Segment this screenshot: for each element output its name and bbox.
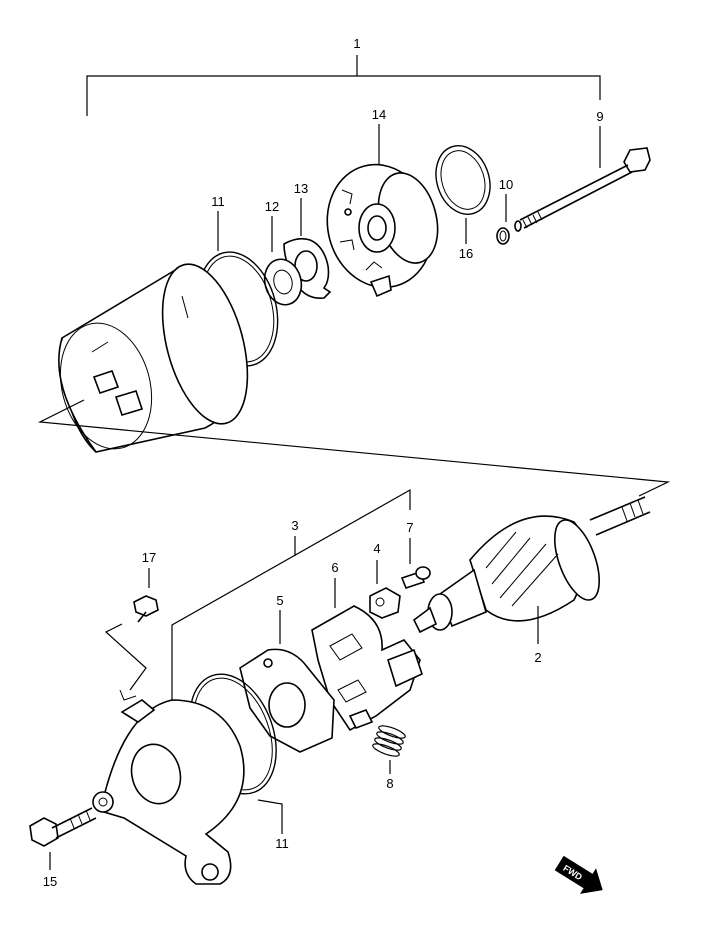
callout-3: 3 bbox=[291, 518, 298, 533]
callout-12: 12 bbox=[265, 199, 279, 214]
callout-17: 17 bbox=[142, 550, 156, 565]
callout-8: 8 bbox=[386, 776, 393, 791]
callout-labels: 1 9 14 10 13 11 12 16 3 7 4 17 6 5 2 8 1… bbox=[43, 36, 604, 889]
brush-plate bbox=[239, 610, 335, 753]
ground-bolt bbox=[104, 568, 159, 691]
brush bbox=[369, 560, 401, 619]
callout-6: 6 bbox=[331, 560, 338, 575]
callout-11-lower: 11 bbox=[275, 836, 289, 851]
armature bbox=[412, 496, 651, 644]
callout-13: 13 bbox=[294, 181, 308, 196]
callout-9: 9 bbox=[596, 109, 603, 124]
callout-2: 2 bbox=[534, 650, 541, 665]
callout-5: 5 bbox=[276, 593, 283, 608]
large-o-ring bbox=[435, 145, 491, 244]
end-cover bbox=[326, 124, 439, 298]
callout-14: 14 bbox=[372, 107, 386, 122]
callout-10: 10 bbox=[499, 177, 513, 192]
brush-screw bbox=[400, 538, 431, 589]
callout-1: 1 bbox=[353, 36, 360, 51]
end-frame bbox=[92, 689, 245, 885]
callout-7: 7 bbox=[406, 520, 413, 535]
brush-spring bbox=[372, 725, 406, 774]
callout-4: 4 bbox=[373, 541, 380, 556]
through-bolt bbox=[514, 126, 651, 232]
tab-washer bbox=[283, 198, 332, 299]
brush-holder bbox=[311, 578, 423, 732]
callout-15: 15 bbox=[43, 874, 57, 889]
fwd-arrow-icon: FWD bbox=[554, 855, 603, 894]
callout-16: 16 bbox=[459, 246, 473, 261]
assembly-bracket-3 bbox=[171, 488, 411, 700]
callout-11-upper: 11 bbox=[211, 194, 225, 209]
mounting-bolt bbox=[29, 807, 97, 870]
flat-washer bbox=[263, 216, 303, 306]
small-o-ring bbox=[496, 194, 510, 245]
assembly-bracket-1 bbox=[86, 55, 601, 116]
yoke-housing bbox=[58, 263, 249, 453]
centerline bbox=[37, 399, 671, 497]
